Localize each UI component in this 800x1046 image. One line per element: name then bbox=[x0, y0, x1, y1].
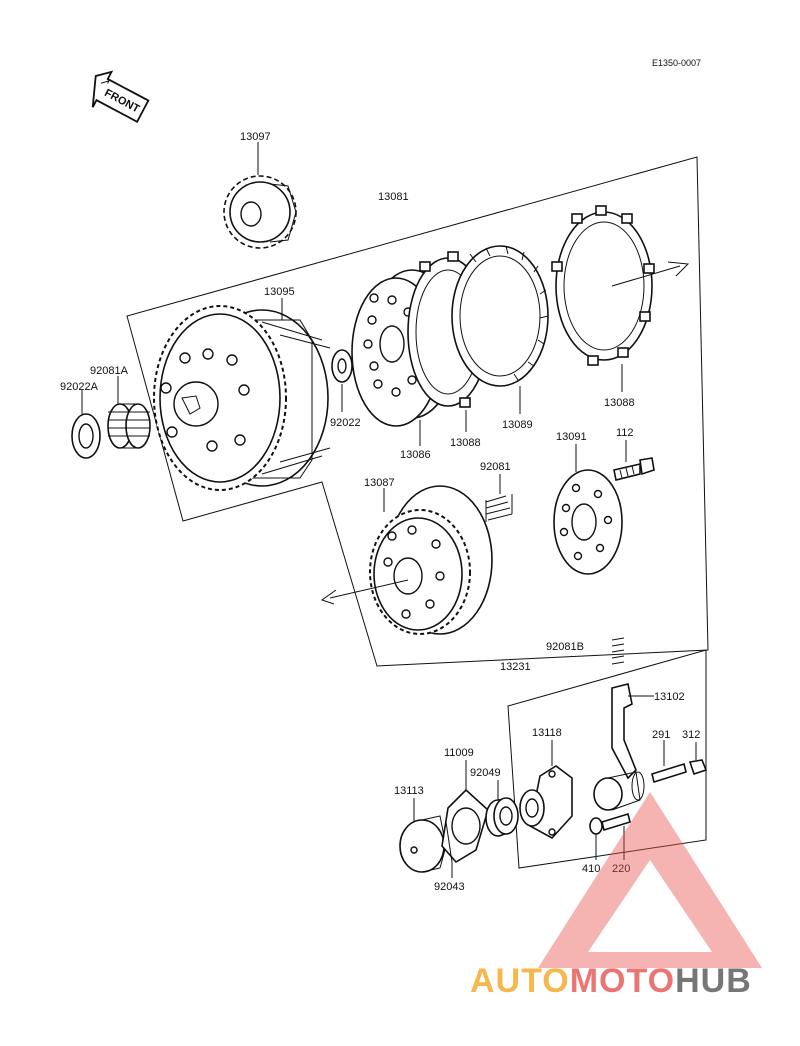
part-92043-pin bbox=[445, 821, 453, 863]
part-112-bolt bbox=[613, 457, 655, 481]
label-291: 291 bbox=[652, 729, 670, 741]
svg-text:AUTOMOTOHUB: AUTOMOTOHUB bbox=[470, 962, 752, 1000]
part-220-screw bbox=[601, 812, 631, 832]
label-92022A: 92022A bbox=[60, 381, 99, 393]
part-13118-holder bbox=[519, 765, 573, 840]
part-92022A-washer bbox=[71, 413, 101, 459]
label-13231: 13231 bbox=[500, 661, 531, 673]
watermark-moto: MOTO bbox=[570, 962, 675, 1000]
part-13088-friction-plate-rear bbox=[551, 205, 655, 366]
part-312-nut bbox=[688, 759, 708, 776]
part-13097-gear bbox=[223, 175, 297, 249]
label-92022: 92022 bbox=[330, 417, 361, 429]
watermark-auto: AUTO bbox=[470, 962, 570, 1000]
part-92022-washer bbox=[331, 349, 353, 383]
label-312: 312 bbox=[682, 729, 700, 741]
label-92081B: 92081B bbox=[546, 641, 584, 653]
label-13095: 13095 bbox=[264, 286, 295, 298]
assembly-boundary bbox=[126, 156, 709, 667]
part-13091-plate bbox=[553, 469, 623, 575]
label-410: 410 bbox=[582, 863, 600, 875]
label-13089: 13089 bbox=[502, 419, 533, 431]
label-13081: 13081 bbox=[378, 191, 409, 203]
watermark-triangle-icon bbox=[538, 792, 762, 968]
part-410-washer bbox=[589, 817, 603, 835]
watermark-hub: HUB bbox=[675, 962, 752, 1000]
part-13095-housing bbox=[153, 305, 331, 491]
part-11009-gasket bbox=[441, 788, 489, 864]
part-92049-seal bbox=[485, 797, 519, 837]
label-13088: 13088 bbox=[450, 437, 481, 449]
part-92081A-spring bbox=[107, 403, 151, 449]
label-92049: 92049 bbox=[470, 767, 501, 779]
label-13102: 13102 bbox=[654, 691, 685, 703]
label-92081: 92081 bbox=[480, 461, 511, 473]
label-13086: 13086 bbox=[400, 449, 431, 461]
label-13097: 13097 bbox=[240, 131, 271, 143]
part-92081B-spring bbox=[611, 637, 625, 665]
diagram-code: E1350-0007 bbox=[652, 58, 701, 68]
label-92043: 92043 bbox=[434, 881, 465, 893]
part-92081-spring bbox=[485, 494, 513, 522]
part-13113-cap bbox=[399, 815, 447, 873]
label-92081A: 92081A bbox=[90, 365, 129, 377]
label-13088-rear: 13088 bbox=[604, 397, 635, 409]
label-13091: 13091 bbox=[556, 431, 587, 443]
part-13102-lever bbox=[593, 683, 645, 811]
label-13118: 13118 bbox=[532, 727, 562, 739]
front-arrow-icon: FRONT bbox=[91, 70, 150, 123]
part-13087-hub bbox=[369, 485, 493, 635]
part-13089-steel-plate bbox=[451, 245, 549, 387]
label-11009: 11009 bbox=[444, 747, 474, 759]
part-291-bolt bbox=[651, 762, 687, 784]
label-112: 112 bbox=[616, 427, 634, 439]
label-13113: 13113 bbox=[394, 785, 424, 797]
label-13087: 13087 bbox=[364, 477, 395, 489]
watermark-logo: AUTOMOTOHUB bbox=[470, 792, 762, 1000]
label-220: 220 bbox=[612, 863, 630, 875]
